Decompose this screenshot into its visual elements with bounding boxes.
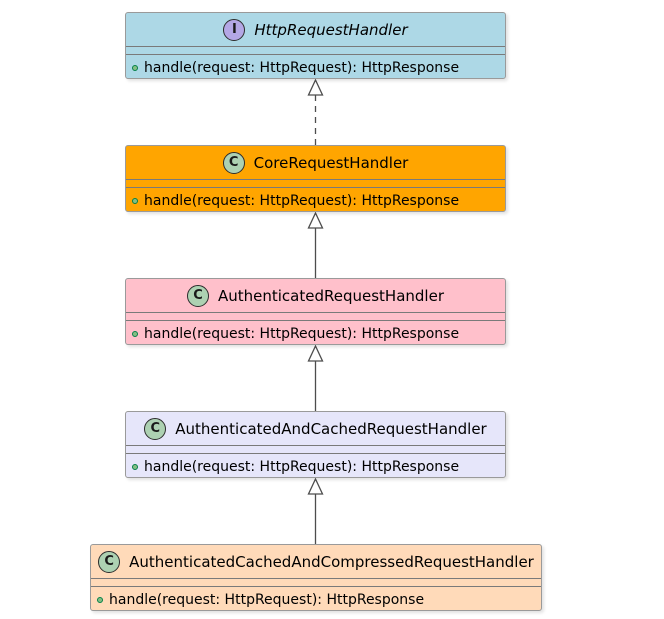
class-name: CoreRequestHandler <box>253 153 409 172</box>
fields-compartment <box>126 180 505 188</box>
generalization-arrow <box>307 477 324 544</box>
public-method-icon <box>132 197 138 204</box>
methods-compartment: handle(request: HttpRequest): HttpRespon… <box>126 188 505 213</box>
hollow-triangle-arrowhead <box>307 211 324 229</box>
class-name: AuthenticatedCachedAndCompressedRequestH… <box>129 552 534 571</box>
hollow-triangle-arrowhead <box>307 78 324 96</box>
realization-arrow <box>307 78 324 145</box>
method-signature: handle(request: HttpRequest): HttpRespon… <box>144 192 460 209</box>
fields-compartment <box>126 47 505 55</box>
class-header: C AuthenticatedRequestHandler <box>126 279 505 313</box>
class-name: HttpRequestHandler <box>254 20 408 39</box>
generalization-arrow <box>307 344 324 411</box>
hollow-triangle-arrowhead <box>307 477 324 495</box>
class-box-authenticated-cached-and-compressed-request-handler[interactable]: C AuthenticatedCachedAndCompressedReques… <box>90 544 542 611</box>
methods-compartment: handle(request: HttpRequest): HttpRespon… <box>126 454 505 479</box>
public-method-icon <box>132 64 138 71</box>
interface-icon: I <box>223 18 246 41</box>
class-icon: C <box>222 151 245 174</box>
class-icon: C <box>186 284 209 307</box>
methods-compartment: handle(request: HttpRequest): HttpRespon… <box>91 587 541 612</box>
class-box-http-request-handler[interactable]: I HttpRequestHandler handle(request: Htt… <box>125 12 506 79</box>
methods-compartment: handle(request: HttpRequest): HttpRespon… <box>126 55 505 80</box>
fields-compartment <box>126 313 505 321</box>
class-header: C AuthenticatedAndCachedRequestHandler <box>126 412 505 446</box>
class-header: C AuthenticatedCachedAndCompressedReques… <box>91 545 541 579</box>
method-signature: handle(request: HttpRequest): HttpRespon… <box>144 325 460 342</box>
public-method-icon <box>132 463 138 470</box>
class-icon: C <box>144 417 167 440</box>
methods-compartment: handle(request: HttpRequest): HttpRespon… <box>126 321 505 346</box>
hollow-triangle-arrowhead <box>307 344 324 362</box>
class-header: C CoreRequestHandler <box>126 146 505 180</box>
class-header: I HttpRequestHandler <box>126 13 505 47</box>
class-name: AuthenticatedRequestHandler <box>217 286 444 305</box>
method-signature: handle(request: HttpRequest): HttpRespon… <box>144 59 460 76</box>
class-box-authenticated-request-handler[interactable]: C AuthenticatedRequestHandler handle(req… <box>125 278 506 345</box>
method-signature: handle(request: HttpRequest): HttpRespon… <box>144 458 460 475</box>
class-name: AuthenticatedAndCachedRequestHandler <box>175 419 487 438</box>
generalization-arrow <box>307 211 324 278</box>
fields-compartment <box>91 579 541 587</box>
class-icon: C <box>98 550 121 573</box>
public-method-icon <box>97 596 103 603</box>
class-box-core-request-handler[interactable]: C CoreRequestHandler handle(request: Htt… <box>125 145 506 212</box>
public-method-icon <box>132 330 138 337</box>
fields-compartment <box>126 446 505 454</box>
class-box-authenticated-and-cached-request-handler[interactable]: C AuthenticatedAndCachedRequestHandler h… <box>125 411 506 478</box>
method-signature: handle(request: HttpRequest): HttpRespon… <box>109 591 425 608</box>
